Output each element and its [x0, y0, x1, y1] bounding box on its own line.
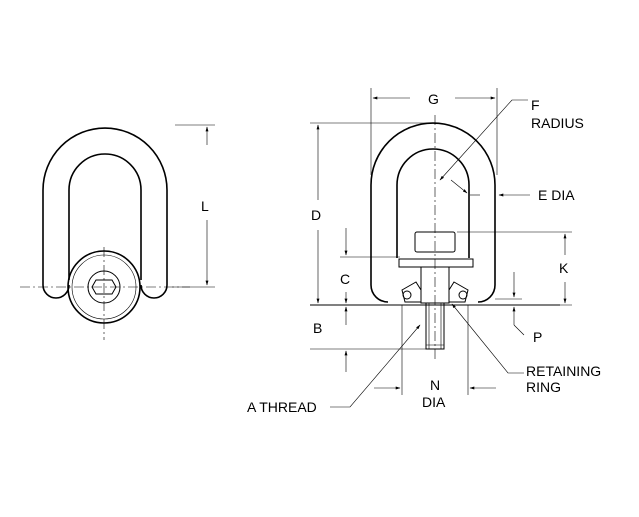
dim-label-c: C: [340, 271, 350, 287]
label-ring: RING: [526, 379, 561, 395]
side-section-view: [310, 88, 572, 408]
dim-label-l: L: [201, 198, 209, 214]
front-view: [20, 124, 215, 340]
dim-label-f: F: [531, 97, 540, 113]
dim-label-p: P: [533, 329, 542, 345]
dim-label-d: D: [311, 207, 321, 223]
dim-label-b: B: [313, 320, 322, 336]
label-a-thread: A THREAD: [247, 399, 317, 415]
label-retaining: RETAINING: [526, 363, 601, 379]
dim-label-g: G: [428, 91, 439, 107]
dim-label-k: K: [559, 260, 569, 276]
dim-label-radius: RADIUS: [531, 115, 584, 131]
dim-label-n-dia: DIA: [422, 394, 446, 410]
dim-label-e-dia: E DIA: [538, 187, 575, 203]
dim-label-n: N: [430, 377, 440, 393]
